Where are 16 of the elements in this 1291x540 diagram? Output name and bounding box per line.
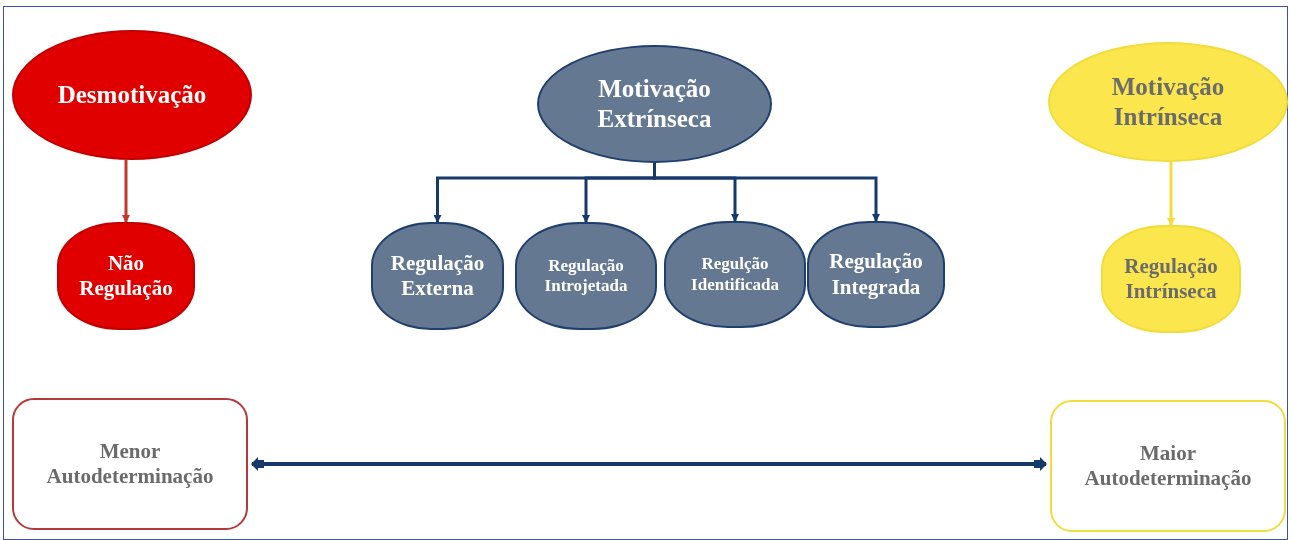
node-label: Regulação Integrada [828,249,924,300]
arrow [1167,162,1175,226]
node-label: Motivação Extrínseca [596,74,713,134]
rounded-box [1050,400,1286,532]
arrow [653,163,880,222]
node-label: Desmotivação [57,80,207,110]
node-label: Regulação Externa [389,250,486,302]
node-label: Motivação Intrínseca [1110,72,1226,132]
arrow [122,160,130,223]
node-label: Regulção Identificada [690,254,780,295]
node-label: Maior Autodeterminação [1083,440,1253,492]
node-label: Menor Autodeterminação [45,438,215,490]
node-label: Não Regulação [78,250,174,302]
node-label: Regulação Intrínseca [1123,253,1219,305]
node-label: Regulação Introjetada [543,255,629,297]
rounded-box [12,398,248,530]
